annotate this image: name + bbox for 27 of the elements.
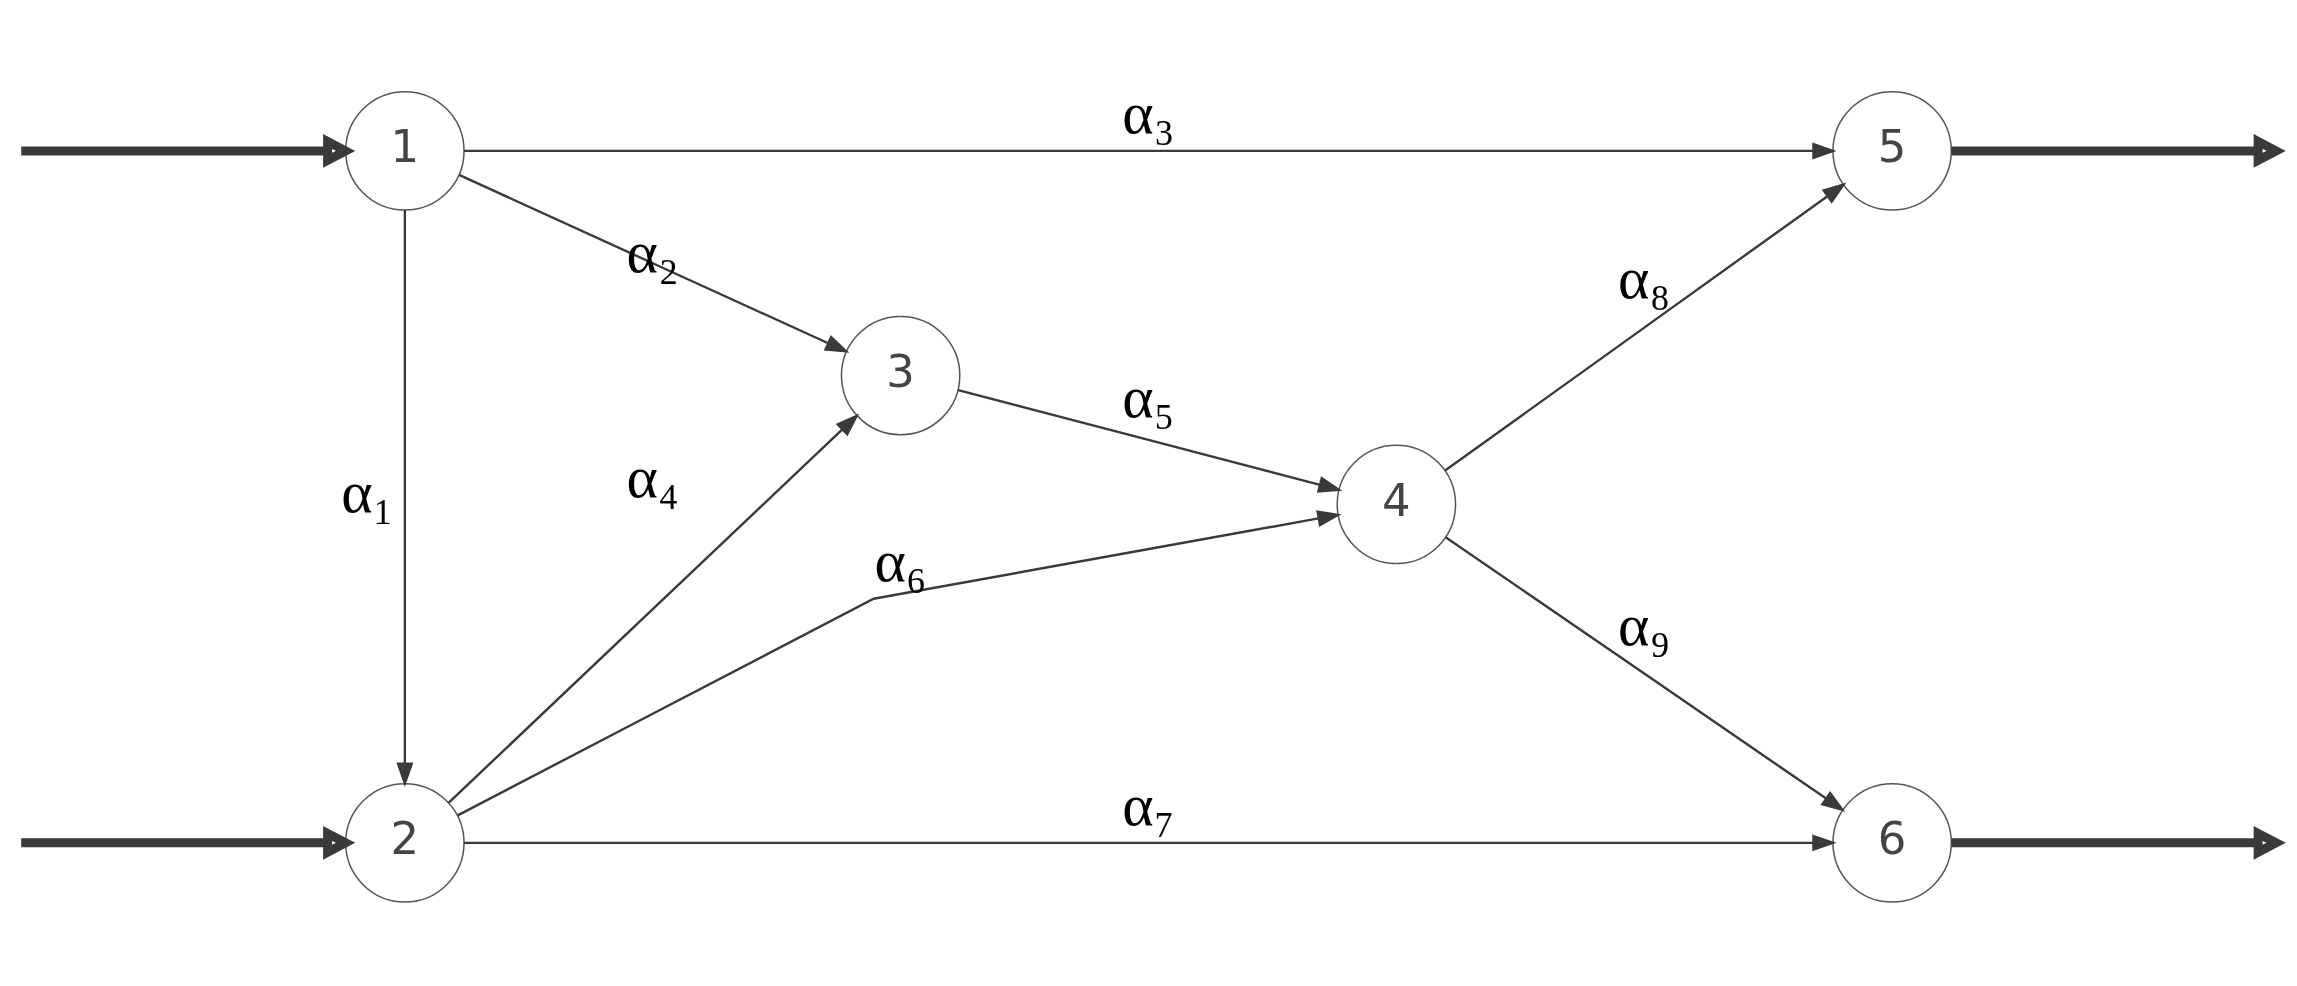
edge-label: α₉ — [1618, 591, 1671, 658]
edge-label: α₄ — [626, 443, 679, 510]
edge-label: α₁ — [341, 458, 394, 525]
edge-label: α₃ — [1122, 79, 1175, 146]
node-circle: 4 — [1336, 443, 1457, 564]
edge-label: α₇ — [1122, 771, 1175, 838]
node-circle: 6 — [1832, 782, 1953, 903]
arrow — [957, 388, 1343, 493]
arrow — [458, 173, 850, 353]
arrow — [396, 209, 414, 787]
arrow — [1444, 182, 1847, 471]
arrow — [1445, 535, 1846, 812]
edge-label: α₅ — [1122, 363, 1175, 430]
arrow — [1951, 825, 2286, 860]
arrow — [464, 141, 1837, 159]
edge-label: α₆ — [874, 527, 927, 594]
edge-label: α₈ — [1618, 244, 1671, 311]
arrow — [1951, 133, 2286, 168]
arrow — [457, 509, 1342, 816]
node-circle: 3 — [840, 315, 961, 435]
arrow — [464, 833, 1837, 851]
arrow — [21, 825, 356, 860]
arrow — [448, 412, 860, 803]
node-circle: 2 — [344, 782, 465, 903]
node-circle: 1 — [344, 90, 465, 211]
arrow — [21, 133, 356, 168]
node-circle: 5 — [1832, 90, 1953, 211]
